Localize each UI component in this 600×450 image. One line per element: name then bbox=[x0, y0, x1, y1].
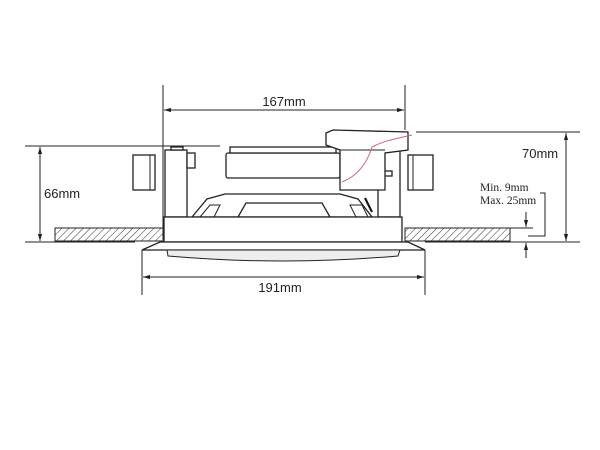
ceiling-right bbox=[404, 227, 511, 242]
dim-167mm: 167mm bbox=[262, 94, 305, 109]
dim-70mm: 70mm bbox=[522, 146, 558, 161]
ceiling-left bbox=[54, 227, 166, 242]
ceiling-min: Min. 9mm bbox=[480, 182, 529, 194]
dim-66mm: 66mm bbox=[44, 186, 80, 201]
grille-lens bbox=[166, 249, 401, 262]
ceiling-max: Max. 25mm bbox=[480, 195, 536, 207]
bezel bbox=[141, 241, 426, 251]
dim-191mm: 191mm bbox=[258, 280, 301, 295]
speaker-body bbox=[132, 129, 434, 243]
